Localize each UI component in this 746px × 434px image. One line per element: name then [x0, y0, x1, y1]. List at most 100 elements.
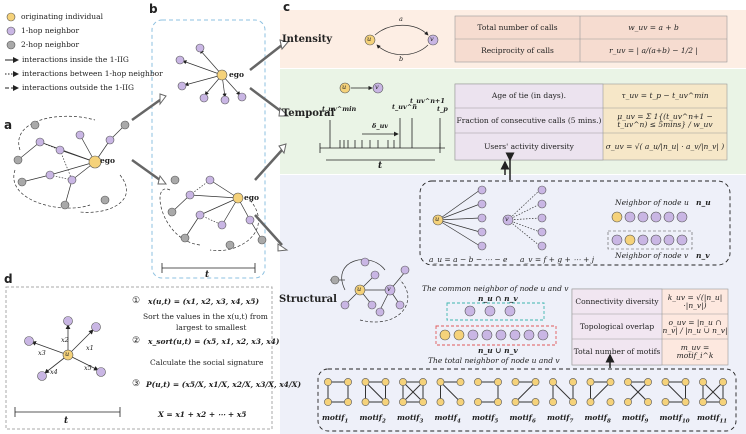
motif-node — [324, 398, 332, 406]
temporal-row3-formula: σ_uv = √( a_u/|n_u| · a_v/|n_v| ) — [605, 141, 725, 151]
section-temporal: Temporal — [282, 108, 335, 119]
star-u-label: u — [435, 215, 440, 223]
d-x2: x2 — [61, 336, 69, 344]
panel-d-frame — [5, 286, 273, 430]
struct-row1-label: Connectivity diversity — [575, 296, 659, 306]
struct-row1-formula: k_uv = √(|n_u|·|n_v|) — [667, 292, 723, 310]
motif9-graph — [624, 378, 652, 406]
motif-label-sub: 6 — [531, 418, 536, 425]
motif-edge — [627, 381, 649, 403]
motif1-graph — [324, 378, 352, 406]
motif-label-sub: 2 — [381, 418, 386, 425]
motif6-graph — [511, 378, 540, 406]
motif-node — [511, 378, 520, 386]
temporal-tn: t_uv^n — [392, 103, 417, 111]
star-u — [437, 189, 481, 247]
intensity-node-u — [364, 34, 376, 46]
struct-row3-formula: m_uv = motif_i^k — [676, 343, 714, 360]
panel-a-network — [13, 115, 127, 213]
motif2-label: motif2 — [360, 413, 386, 425]
struct-row2-label: Topological overlap — [579, 321, 655, 331]
temporal-node-v — [372, 82, 384, 94]
intensity-row1-label: Total number of calls — [477, 22, 558, 32]
set-nv — [611, 234, 688, 246]
motif8-label: motif8 — [585, 413, 611, 425]
struct-v: v — [387, 285, 391, 293]
motif-node — [586, 398, 595, 406]
motif-edge — [702, 381, 724, 403]
star-v-label: v — [505, 215, 509, 223]
motif-label-sub: 10 — [681, 418, 690, 425]
motif4-graph — [436, 378, 465, 406]
d-sum: X = x1 + x2 + ⋯ + x5 — [158, 410, 247, 419]
motif-label-text: motif — [622, 413, 645, 422]
d-step3-num: ③ — [132, 379, 141, 389]
d-step2-text2: largest to smallest — [176, 323, 247, 332]
motif6-label: motif6 — [510, 413, 536, 425]
motif-label-text: motif — [659, 413, 682, 422]
temporal-v: v — [375, 83, 379, 91]
d-x5: x5 — [84, 364, 92, 372]
intensity-node-v — [427, 34, 439, 46]
motif2-graph — [361, 378, 390, 406]
nu-label: n_u — [696, 198, 711, 207]
motif7-label: motif7 — [547, 413, 573, 425]
motif-node — [511, 398, 520, 406]
motif-graphics — [324, 378, 727, 406]
panel-b-bottom-network — [159, 179, 263, 251]
legend-ego-dot — [6, 12, 16, 22]
panel-label-b: b — [149, 2, 158, 16]
d-x1: x1 — [86, 344, 94, 352]
panel-d-axis — [14, 407, 121, 417]
motif-label-text: motif — [509, 413, 532, 422]
structural-table-label-col — [571, 288, 663, 366]
motif-node — [361, 398, 370, 406]
union-nodes — [439, 329, 549, 341]
motif11-label: motif11 — [697, 413, 727, 425]
motif-edge — [665, 381, 686, 403]
temporal-u: u — [342, 83, 347, 91]
motif-node — [381, 378, 390, 386]
motif1-label: motif1 — [322, 413, 348, 425]
legend-hop2-dot — [6, 40, 16, 50]
ego-label-b-bottom: ego — [244, 193, 260, 202]
motif-node — [456, 398, 465, 406]
motif-label-sub: 1 — [344, 418, 349, 425]
motif-label-text: motif — [584, 413, 607, 422]
motif-edge — [552, 381, 574, 403]
set-nu — [611, 211, 688, 223]
motif-node — [324, 378, 332, 386]
motif-node — [569, 378, 577, 386]
motif-node — [474, 378, 482, 386]
motif8-graph — [586, 378, 615, 406]
d-step1: x(u,t) = (x1, x2, x3, x4, x5) — [148, 297, 260, 306]
d-step1-num: ① — [132, 296, 141, 306]
motif-edge — [365, 381, 386, 403]
temporal-tp: t_p — [437, 105, 448, 113]
motif-node — [699, 398, 707, 406]
d-step2-num: ② — [132, 336, 141, 346]
intensity-uv — [374, 24, 429, 56]
struct-row2-formula: o_uv = |n_u ∩ n_v| / |n_u ∪ n_v| — [662, 317, 728, 335]
motif-node — [456, 378, 465, 386]
motif11-graph — [699, 378, 727, 406]
d-step2-text1: Sort the values in the x(u,t) from — [143, 312, 268, 321]
temporal-t: t — [378, 161, 383, 171]
motif-edge — [440, 381, 461, 403]
temporal-row3-label: Users' activity diversity — [484, 141, 574, 151]
neighbor-v-title: Neighbor of node v — [615, 251, 689, 260]
temporal-table-label-col — [454, 83, 604, 161]
panel-b-bottom-nodes — [167, 175, 267, 250]
motif-node — [531, 378, 540, 386]
motif-node — [474, 398, 482, 406]
d-step3: P(u,t) = (x5/X, x1/X, x2/X, x3/X, x4/X) — [146, 380, 301, 389]
intensity-row2-formula: r_uv = | a/(a+b) − 1/2 | — [609, 45, 698, 55]
motif9-label: motif9 — [622, 413, 648, 425]
motif-node — [361, 378, 370, 386]
motif-node — [549, 378, 557, 386]
av-formula: a_v = f + g + ⋯ + j — [520, 255, 595, 264]
panel-arrow-heads — [157, 39, 290, 252]
motif-node — [661, 398, 670, 406]
motif-label-text: motif — [547, 413, 570, 422]
